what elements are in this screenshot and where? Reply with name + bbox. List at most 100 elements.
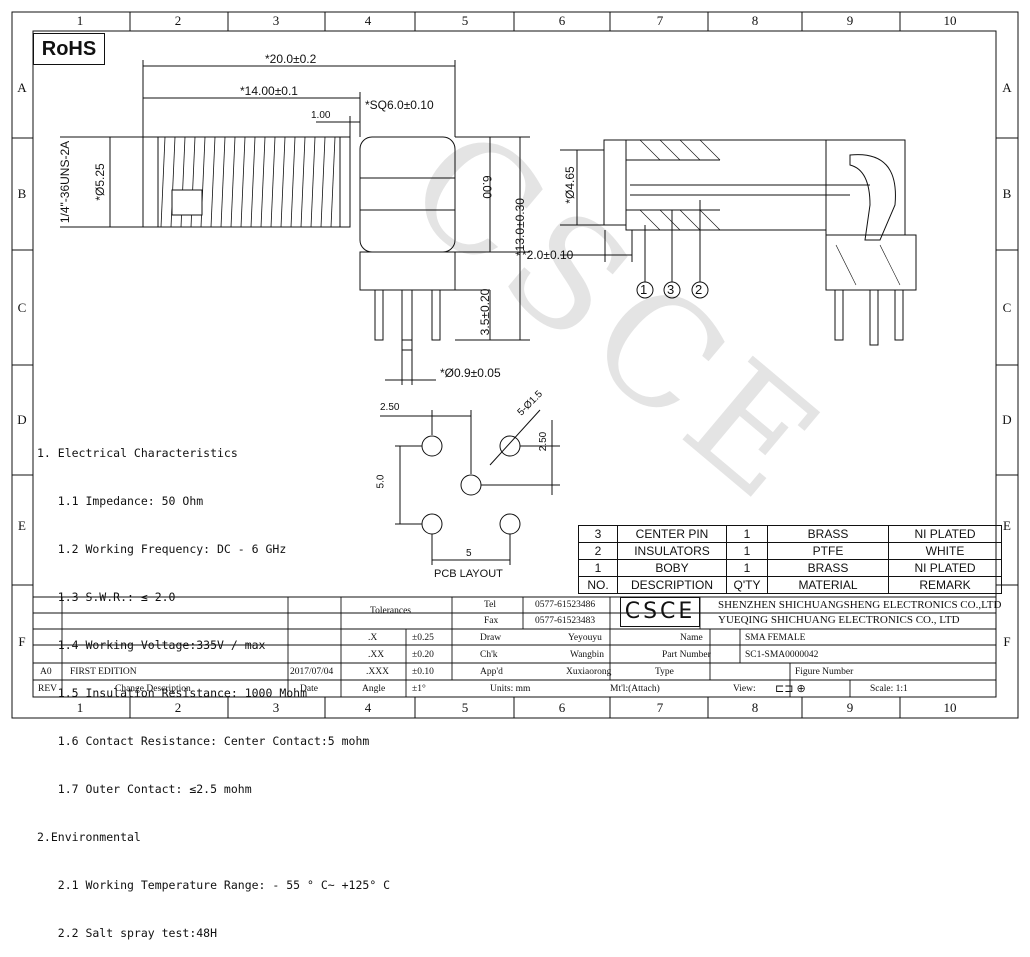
tol-label: Angle [362,684,386,694]
callout-1: 1 [640,282,648,297]
date-label: Date [300,684,318,694]
dim-body: *14.00±0.1 [240,84,298,98]
zone-row-f-right: F [1003,634,1011,649]
note-line: 1.1 Impedance: 50 Ohm [37,494,204,508]
draw-label: Draw [480,633,502,643]
zone-col-3: 3 [272,13,280,28]
note-line: 1.5 Insulation Resistance: 1000 Mohm [37,686,308,700]
pcb-layout-title: PCB LAYOUT [434,568,503,580]
tel-label: Tel [484,600,496,610]
zone-row-c: C [17,300,27,315]
zone-col-7: 7 [656,13,664,28]
bom-cell: 1 [726,525,768,543]
part-number: SC1-SMA0000042 [745,650,819,660]
part-name: SMA FEMALE [745,633,806,643]
note-line: 1.2 Working Frequency: DC - 6 GHz [37,542,287,556]
zone-col-1: 1 [76,13,84,28]
bom-cell: 3 [578,525,618,543]
bom-header: NO. [578,576,618,594]
bom-cell: BRASS [767,525,889,543]
tol-value: ±0.25 [412,633,434,643]
tol-value: ±1° [412,684,426,694]
bom-cell: INSULATORS [617,542,727,560]
zone-row-e-right: E [1003,518,1011,533]
view-label: View: [733,684,756,694]
zone-col-4-bottom: 4 [364,700,372,715]
side-view [60,60,456,228]
zone-col-10-bottom: 10 [943,700,957,715]
fax-label: Fax [484,616,499,626]
zone-row-b-right: B [1002,186,1012,201]
bom-cell: CENTER PIN [617,525,727,543]
edition-date: 2017/07/04 [290,667,334,677]
approved-label: App'd [480,667,503,677]
tol-label: .XXX [366,667,389,677]
bom-cell: WHITE [888,542,1002,560]
zone-col-3-bottom: 3 [272,700,280,715]
dim-pin-dia: *Ø0.9±0.05 [440,366,501,380]
check-label: Ch'k [480,650,498,660]
edition-description: FIRST EDITION [70,667,137,677]
zone-row-d: D [17,412,27,427]
zone-col-2: 2 [174,13,182,28]
rev-label: REV [38,684,57,694]
zone-row-d-right: D [1002,412,1012,427]
zone-col-7-bottom: 7 [656,700,664,715]
company-name-2: YUEQING SHICHUANG ELECTRONICS CO., LTD [718,614,960,626]
dim-pcb-left: 2.50 [380,402,400,413]
type-label: Type [655,667,674,677]
table-row: 1 BOBY 1 BRASS NI PLATED [578,559,1002,577]
dim-thread: 1/4"-36UNS-2A [58,140,72,224]
change-description-label: Change Description [115,684,191,694]
bom-cell: 1 [578,559,618,577]
company-logo: CSCE [620,597,700,627]
bom-cell: 1 [726,542,768,560]
dim-side-6: 6.00 [480,175,494,199]
zone-row-b: B [17,186,27,201]
zone-col-10: 10 [943,13,957,28]
zone-col-4: 4 [364,13,372,28]
bom-cell: 1 [726,559,768,577]
note-line: 2.2 Salt spray test:48H [37,926,218,940]
tel-value: 0577-61523486 [535,600,596,610]
dim-pcb-width: 5 [466,548,472,559]
note-line: 1.4 Working Voltage:335V / max [37,638,266,652]
dim-overall: *20.0±0.2 [265,52,317,66]
note-line: 1.6 Contact Resistance: Center Contact:5… [37,734,370,748]
tol-value: ±0.10 [412,667,434,677]
dim-dia-inner: *Ø4.65 [563,166,577,204]
callout-2: 2 [695,282,703,297]
front-view [359,136,530,385]
zone-col-5-bottom: 5 [461,700,469,715]
note-line: 1.7 Outer Contact: ≤2.5 mohm [37,782,252,796]
rohs-mark: RoHS [33,33,105,65]
approved-by: Xuxiaorong [566,667,612,677]
note-line: 2.1 Working Temperature Range: - 55 ° C~… [37,878,391,892]
note-line: 1. Electrical Characteristics [37,446,238,460]
note-line: 2.Environmental [37,830,141,844]
figure-number-label: Figure Number [795,667,854,677]
zone-row-f: F [18,634,26,649]
section-view [560,139,917,346]
dim-pin-offset: *2.0±0.10 [522,248,574,262]
zone-col-6: 6 [558,13,566,28]
dim-sq: *SQ6.0±0.10 [365,98,434,112]
part-number-label: Part Number [662,650,711,660]
zone-col-2-bottom: 2 [174,700,182,715]
bom-cell: BOBY [617,559,727,577]
bom-header: MATERIAL [767,576,889,594]
tol-value: ±0.20 [412,650,434,660]
projection-symbol-icon: ⊏⊐ ⊕ [775,683,806,695]
bom-cell: PTFE [767,542,889,560]
bom-cell: NI PLATED [888,525,1002,543]
zone-ticks [12,12,1018,718]
bom-cell: NI PLATED [888,559,1002,577]
zone-row-a-right: A [1002,80,1012,95]
dim-dia-outer: *Ø5.25 [93,163,107,201]
callout-3: 3 [667,282,675,297]
units-label: Units: mm [490,684,531,694]
title-block-grid [33,596,996,697]
draw-by: Yeyouyu [568,633,602,643]
zone-row-c-right: C [1002,300,1012,315]
zone-row-e: E [18,518,26,533]
